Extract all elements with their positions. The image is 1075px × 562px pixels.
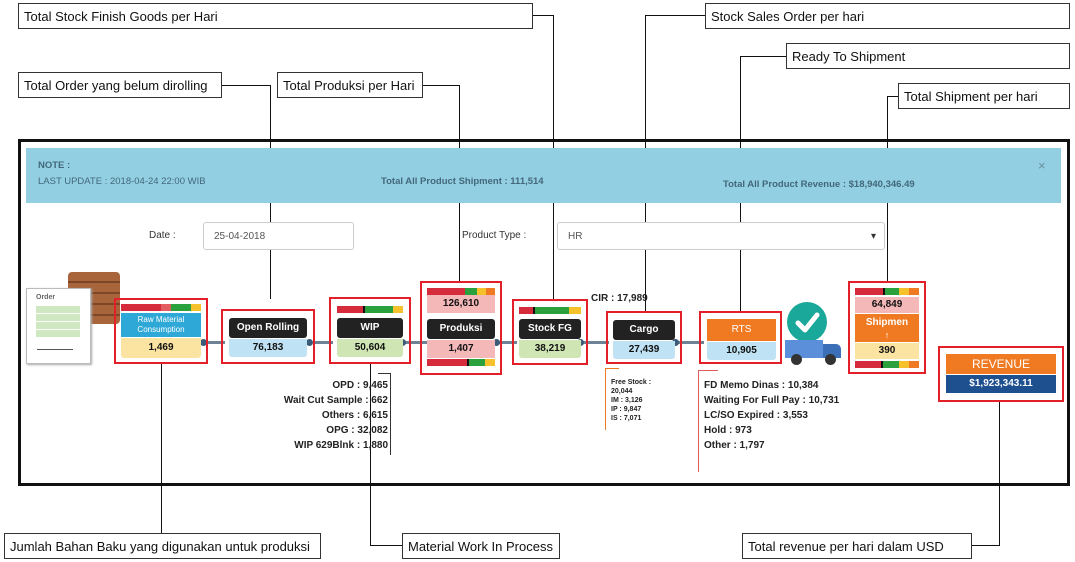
flow-dot [306, 339, 313, 346]
chevron-down-icon: ▾ [870, 231, 876, 242]
produksi-label: Produksi [427, 319, 495, 339]
order-label: Order [36, 294, 56, 301]
total-revenue: Total All Product Revenue : $18,940,346.… [723, 179, 915, 190]
stock-fg-value: 38,219 [519, 340, 581, 358]
open-rolling-value: 76,183 [229, 339, 307, 357]
product-type-label: Product Type : [462, 230, 527, 241]
raw-material-status-bar [121, 304, 201, 311]
flow-dot [672, 339, 679, 346]
callout-sales-order: Stock Sales Order per hari [705, 3, 1070, 29]
dashboard-frame [18, 139, 1070, 486]
raw-material-value: 1,469 [121, 338, 201, 358]
total-shipment: Total All Product Shipment : 111,514 [381, 176, 544, 187]
shipment-card[interactable]: 64,849 Shipmen ↑ 390 [848, 281, 926, 374]
list-item: Waiting For Full Pay : 10,731 [704, 395, 840, 406]
list-item: Other : 1,797 [704, 440, 765, 451]
wip-label: WIP [337, 318, 403, 338]
callout-raw-material: Jumlah Bahan Baku yang digunakan untuk p… [4, 533, 321, 559]
shipment-top-bar [855, 288, 919, 295]
flow-arrow [676, 341, 704, 344]
wip-details-list: OPD : 9,465 Wait Cut Sample : 662 Others… [270, 378, 388, 453]
rts-value: 10,905 [707, 342, 776, 360]
revenue-value: $1,923,343.11 [946, 375, 1056, 393]
callout-order-not-rolled: Total Order yang belum dirolling [18, 72, 222, 98]
callout-stock-fg: Total Stock Finish Goods per Hari [18, 3, 533, 29]
free-stock-bracket-top [605, 368, 619, 369]
open-rolling-label: Open Rolling [229, 318, 307, 338]
cargo-value: 27,439 [613, 341, 675, 359]
free-stock-list: Free Stock : 20,044 IM : 3,126 IP : 9,84… [611, 378, 651, 423]
stock-fg-label: Stock FG [519, 319, 581, 339]
rts-details-bracket [698, 370, 699, 472]
wip-status-bar [337, 306, 403, 313]
produksi-bottom-bar [427, 359, 495, 366]
callout-shipment: Total Shipment per hari [898, 83, 1070, 109]
flow-arrow [205, 341, 225, 344]
flow-arrow [403, 341, 428, 344]
cargo-label: Cargo [613, 320, 675, 340]
raw-material-card[interactable]: Raw Material Consumption 1,469 [114, 298, 208, 364]
shipment-label-box: Shipmen ↑ [855, 314, 919, 342]
list-item: IM : 3,126 [611, 397, 643, 404]
list-item: Hold : 973 [704, 425, 752, 436]
cargo-card[interactable]: Cargo 27,439 [606, 311, 682, 364]
last-update: LAST UPDATE : 2018-04-24 22:00 WIB [38, 176, 206, 187]
close-icon[interactable]: × [1038, 158, 1046, 173]
revenue-card[interactable]: REVENUE $1,923,343.11 [938, 346, 1064, 402]
rts-card[interactable]: RTS 10,905 [699, 311, 782, 364]
rts-details-bracket-top [698, 370, 718, 371]
open-rolling-card[interactable]: Open Rolling 76,183 [221, 309, 315, 364]
produksi-top-value: 126,610 [427, 295, 495, 313]
list-item: OPG : 32,082 [326, 425, 388, 436]
date-input[interactable]: 25-04-2018 [203, 222, 354, 250]
note-title: NOTE : [38, 160, 71, 171]
stock-fg-card[interactable]: Stock FG 38,219 [512, 299, 588, 365]
shipment-value: 390 [855, 343, 919, 359]
flow-arrow [581, 341, 609, 344]
list-item: FD Memo Dinas : 10,384 [704, 380, 819, 391]
shipment-top-value: 64,849 [855, 297, 919, 313]
shipment-bottom-bar [855, 361, 919, 368]
stock-fg-status-bar [519, 307, 581, 314]
shipment-label: Shipmen [865, 317, 909, 328]
callout-wip: Material Work In Process [402, 533, 560, 559]
cir-value: CIR : 17,989 [591, 293, 648, 304]
list-item: Free Stock : [611, 379, 652, 386]
wip-details-bracket [390, 373, 391, 455]
raw-material-label: Raw Material Consumption [121, 313, 201, 337]
wip-value: 50,604 [337, 339, 403, 357]
order-icon: Order [26, 272, 121, 364]
rts-details-list: FD Memo Dinas : 10,384 Waiting For Full … [704, 378, 839, 453]
flow-dot [200, 339, 207, 346]
list-item: LC/SO Expired : 3,553 [704, 410, 808, 421]
list-item: IP : 9,847 [611, 406, 642, 413]
callout-ready-shipment: Ready To Shipment [786, 43, 1070, 69]
flow-dot [493, 339, 500, 346]
wip-card[interactable]: WIP 50,604 [329, 297, 411, 364]
produksi-top-bar [427, 288, 495, 295]
truck-check-icon [785, 302, 847, 368]
product-type-value: HR [568, 231, 583, 242]
produksi-value: 1,407 [427, 340, 495, 358]
produksi-card[interactable]: 126,610 Produksi 1,407 [420, 281, 502, 375]
wip-details-bracket-top [378, 373, 391, 374]
free-stock-bracket [605, 368, 606, 430]
rts-label: RTS [707, 319, 776, 341]
list-item: 20,044 [611, 388, 633, 395]
list-item: Wait Cut Sample : 662 [283, 395, 388, 406]
callout-revenue: Total revenue per hari dalam USD [742, 533, 972, 559]
note-banner: NOTE : LAST UPDATE : 2018-04-24 22:00 WI… [26, 148, 1061, 203]
callout-production: Total Produksi per Hari [277, 72, 423, 98]
product-type-select[interactable]: HR ▾ [557, 222, 885, 250]
date-label: Date : [149, 230, 176, 241]
revenue-label: REVENUE [946, 354, 1056, 374]
list-item: WIP 629Blnk : 1,880 [294, 440, 388, 451]
list-item: IS : 7,071 [611, 415, 642, 422]
list-item: Others : 6,615 [321, 410, 388, 421]
arrow-up-icon: ↑ [884, 330, 890, 340]
list-item: OPD : 9,465 [332, 380, 388, 391]
flow-arrow [313, 341, 333, 344]
flow-arrow [497, 341, 517, 344]
